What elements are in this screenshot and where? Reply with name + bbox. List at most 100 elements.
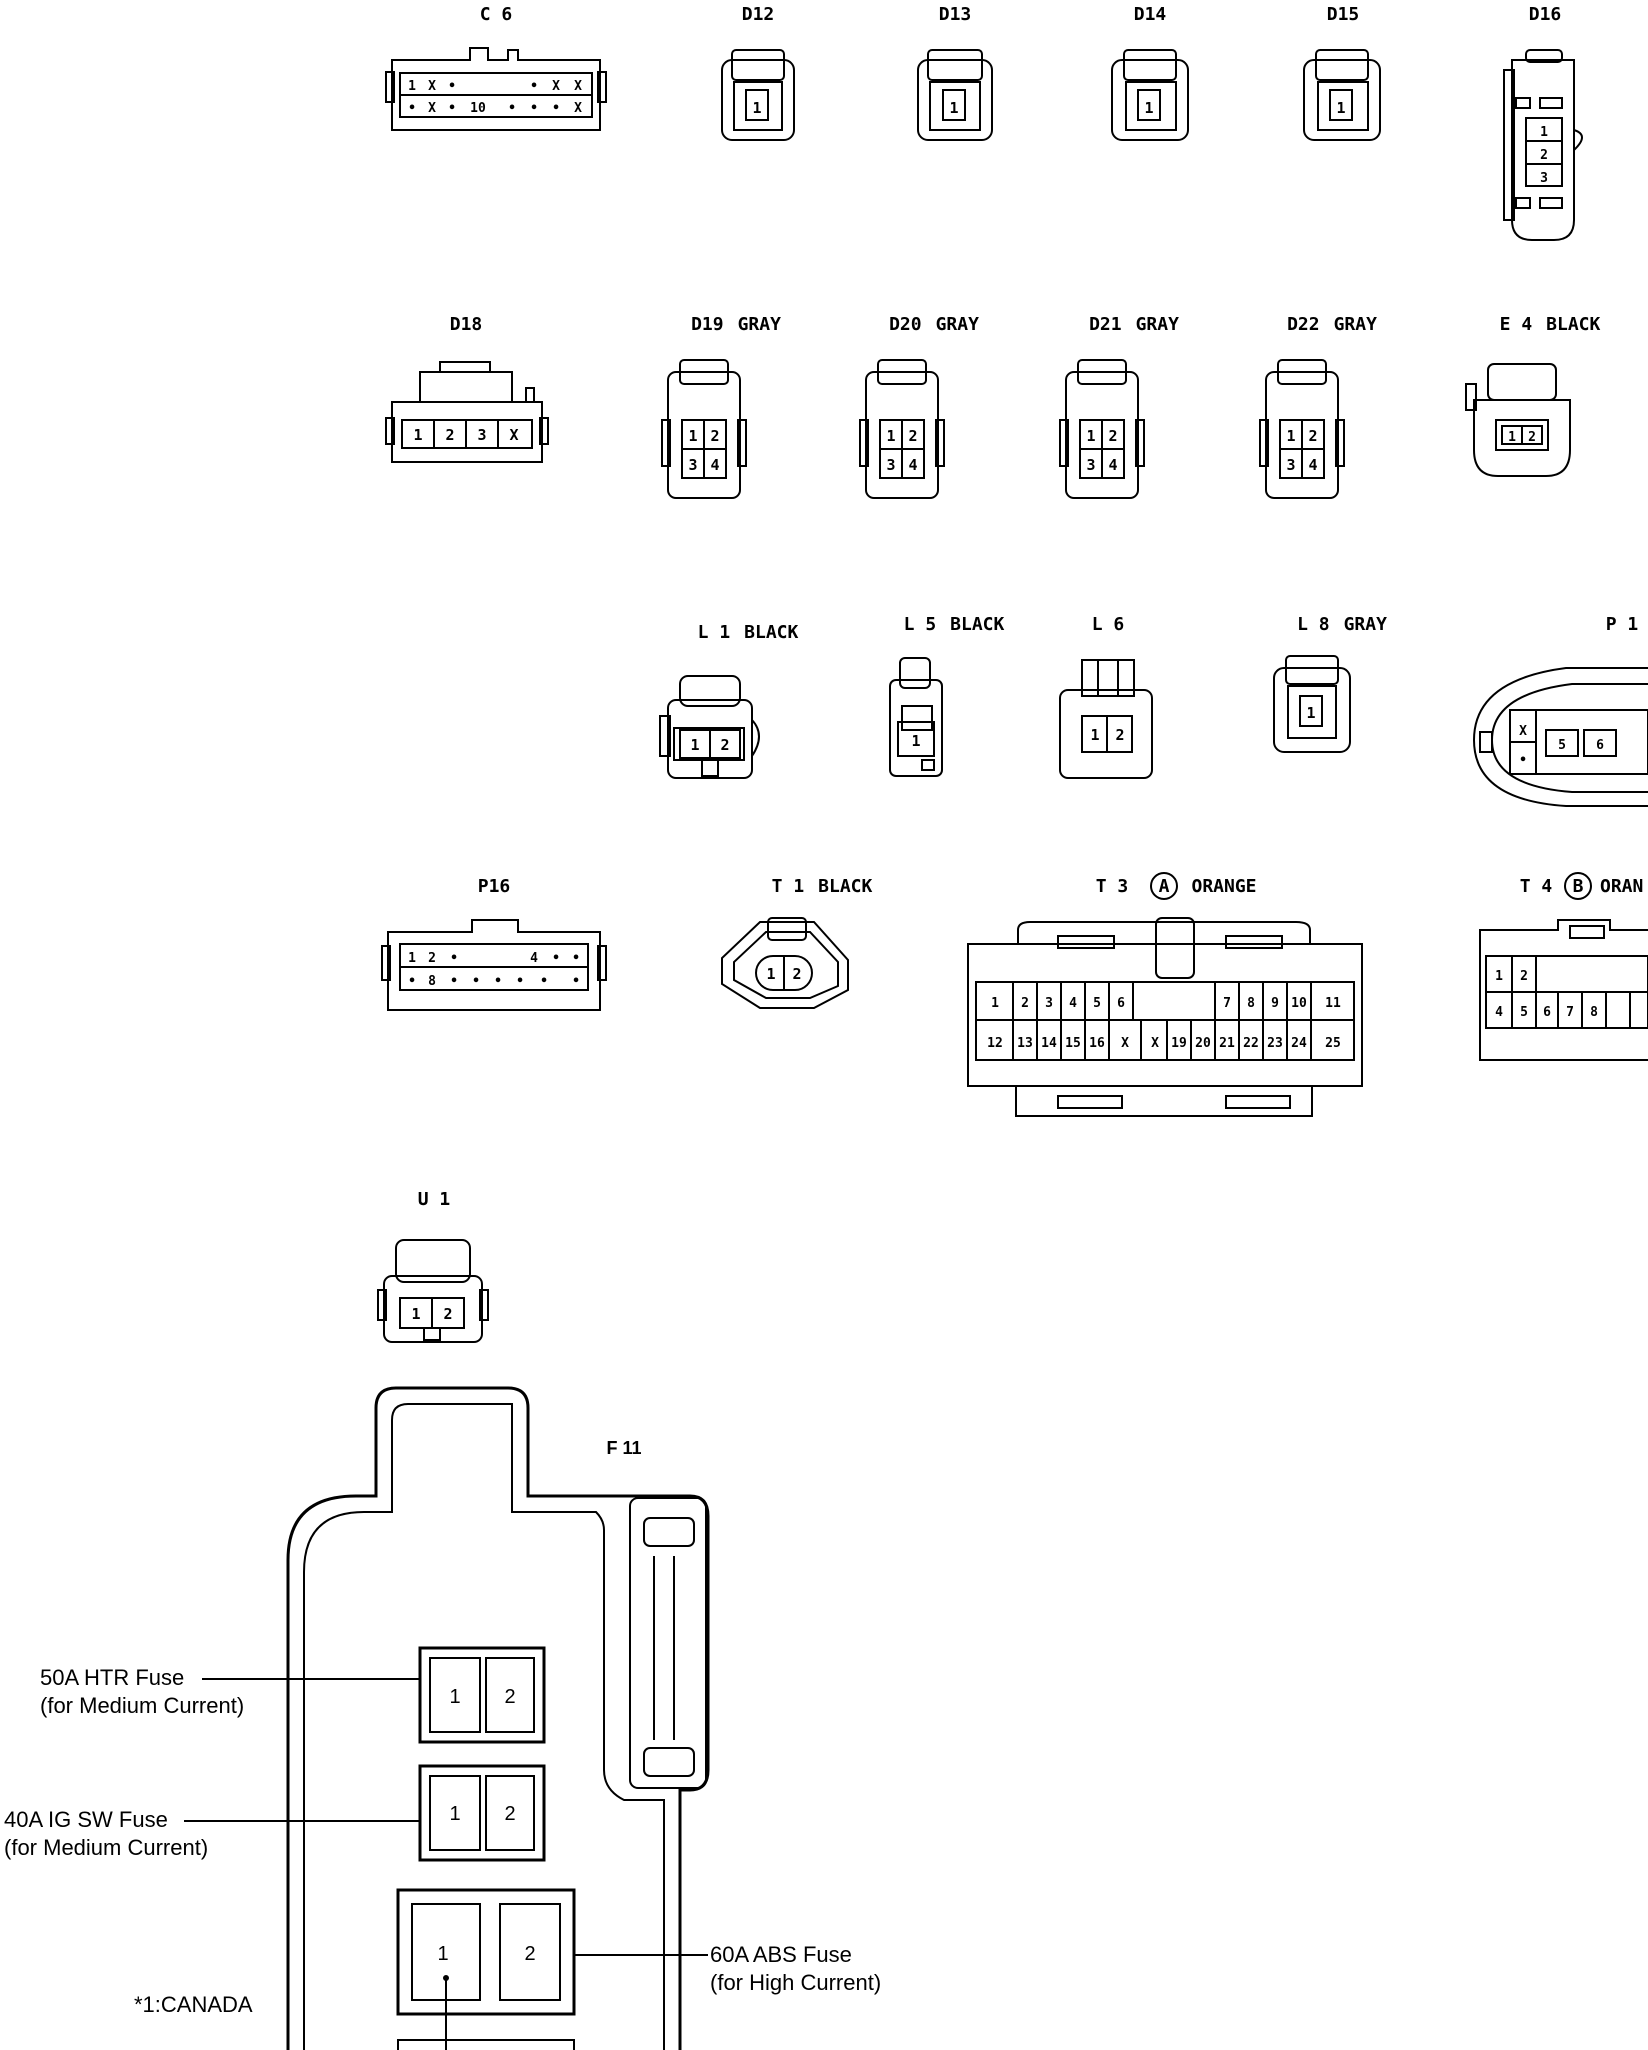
connector-u1: U 1 1 2	[378, 1189, 488, 1342]
pin: 2	[710, 427, 719, 445]
pin: 2	[1528, 430, 1536, 445]
pin: 6	[1596, 738, 1604, 753]
pin: •	[472, 974, 480, 989]
pin: •	[494, 974, 502, 989]
pin: 11	[1325, 996, 1341, 1011]
connector-t4-color: ORAN	[1600, 876, 1643, 897]
pin: 6	[1117, 996, 1125, 1011]
pin: X	[428, 79, 436, 94]
connector-d12-label: D12	[742, 4, 775, 25]
pin: •	[516, 974, 524, 989]
connector-d14: D14 1	[1112, 4, 1188, 140]
pin: 1	[690, 736, 699, 754]
pin: 12	[987, 1036, 1003, 1051]
pin: X	[509, 426, 518, 444]
fuse-slot-abs: 1 2	[398, 1890, 574, 2050]
pin: •	[572, 951, 580, 966]
fuse-label-abs-sub: (for High Current)	[710, 1970, 881, 1995]
pin: X	[1121, 1036, 1129, 1051]
connector-t4: T 4 B ORAN 1 2 4 5 6 7 8	[1480, 873, 1648, 1060]
fuse-slot-htr: 1 2	[420, 1648, 544, 1742]
connector-u1-label: U 1	[418, 1189, 451, 1210]
pin: 5	[1558, 738, 1566, 753]
pin: 3	[477, 426, 486, 444]
circle-b-letter: B	[1573, 876, 1584, 897]
pin: 1	[1540, 125, 1548, 140]
connector-p1: P 1 X • 5 6	[1474, 614, 1648, 806]
connector-d16-label: D16	[1529, 4, 1562, 25]
pin: 2	[428, 951, 436, 966]
connector-t4-label: T 4	[1520, 876, 1553, 897]
pin: 4	[710, 456, 719, 474]
connector-t3-pins: 1 2 3 4 5 6 7 8 9 10 11 12 13 14 15 16 X…	[987, 996, 1341, 1051]
pin: 7	[1223, 996, 1231, 1011]
pin: 2	[524, 1943, 535, 1965]
pin: 3	[1045, 996, 1053, 1011]
fuse-slot-igsw: 1 2	[420, 1766, 544, 1860]
connector-d15-label: D15	[1327, 4, 1360, 25]
pin: •	[540, 974, 548, 989]
pin: 4	[1308, 456, 1317, 474]
pin: •	[448, 101, 456, 116]
pin: 3	[886, 456, 895, 474]
pin: •	[408, 974, 416, 989]
connector-t3-pin-grid	[1013, 982, 1311, 1060]
circle-a-letter: A	[1159, 876, 1170, 897]
pin: •	[450, 974, 458, 989]
pin: 1	[1336, 99, 1345, 117]
pin: 2	[445, 426, 454, 444]
pin: 23	[1267, 1036, 1283, 1051]
connector-l6-label: L 6	[1092, 614, 1125, 635]
pin: 3	[1286, 456, 1295, 474]
pin: •	[450, 951, 458, 966]
pin: 22	[1243, 1036, 1259, 1051]
pin: 1	[766, 965, 775, 983]
pin: •	[552, 101, 560, 116]
pin: 1	[1090, 726, 1099, 744]
fuse-label-igsw-title: 40A IG SW Fuse	[4, 1807, 168, 1832]
connector-l6: L 6 1 2	[1060, 614, 1152, 778]
pin: 6	[1543, 1005, 1551, 1020]
pin: 2	[1021, 996, 1029, 1011]
pin: 8	[1247, 996, 1255, 1011]
pin: 10	[470, 101, 486, 116]
canada-note: *1:CANADA	[134, 1992, 253, 2017]
pin: 8	[428, 974, 436, 989]
pin: 2	[1308, 427, 1317, 445]
pin: •	[1519, 753, 1527, 768]
pin: 1	[1306, 704, 1315, 722]
pin: 10	[1291, 996, 1307, 1011]
pin: 1	[408, 79, 416, 94]
pin: 5	[1093, 996, 1101, 1011]
connector-d16: D16 1 2 3	[1504, 4, 1582, 240]
pin: 2	[720, 736, 729, 754]
connector-p16: P16 1 2 • 4 • • • 8 • • • • • •	[382, 876, 606, 1010]
fuse-label-igsw-sub: (for Medium Current)	[4, 1835, 208, 1860]
pin: 1	[437, 1943, 448, 1965]
fuse-block-f11-label: F 11	[606, 1438, 641, 1458]
pin: 1	[1495, 969, 1503, 984]
connector-t3-label: T 3	[1096, 876, 1129, 897]
pin: •	[552, 951, 560, 966]
pin: 2	[1540, 148, 1548, 163]
fuse-label-htr-title: 50A HTR Fuse	[40, 1665, 184, 1690]
pin: 19	[1171, 1036, 1187, 1051]
pin: 15	[1065, 1036, 1081, 1051]
pin: X	[1151, 1036, 1159, 1051]
pin: X	[574, 79, 582, 94]
pin: 7	[1566, 1005, 1574, 1020]
pin: 5	[1520, 1005, 1528, 1020]
pin: 4	[1495, 1005, 1503, 1020]
pin: 2	[1108, 427, 1117, 445]
